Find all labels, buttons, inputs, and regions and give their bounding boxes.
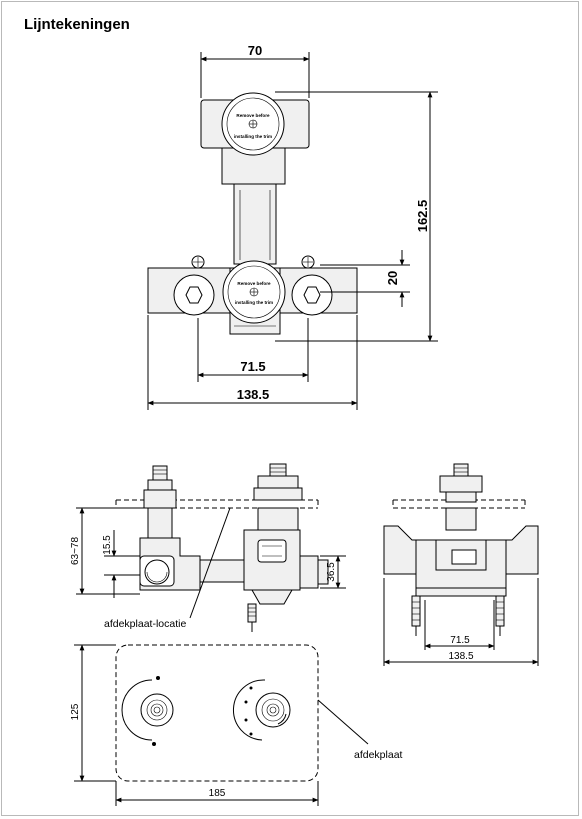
dim-70: 70 — [248, 43, 262, 58]
dim-front-71-5: 71.5 — [450, 635, 470, 646]
outlet-side — [299, 555, 319, 589]
cover-plate-outline — [115, 644, 319, 782]
upper-cartridge-text-1: Remove before — [236, 113, 270, 118]
front-spindle — [453, 463, 469, 477]
callout-cover-location: afdekplaat-locatie — [104, 618, 186, 630]
left-control-knob — [140, 693, 174, 727]
left-anchor-front — [411, 595, 421, 627]
side-view: 63~78 15.5 36.5 afdekplaat-locatie — [70, 463, 346, 632]
upper-cartridge-text-2: installing the trim — [234, 134, 272, 139]
left-control-arc — [121, 679, 153, 741]
lower-cartridge-text-2: installing the trim — [235, 300, 273, 305]
dim-20: 20 — [385, 271, 400, 285]
dim-front-138-5: 138.5 — [448, 651, 473, 662]
top-view: Remove before installing the trim Remove… — [147, 43, 438, 410]
dim-15-5: 15.5 — [102, 535, 113, 555]
riser-pipe — [233, 183, 277, 265]
page-title: Lijntekeningen — [24, 16, 130, 33]
dim-36-5: 36.5 — [326, 562, 337, 582]
center-spindle — [269, 463, 287, 477]
lower-cartridge-text-1: Remove before — [237, 281, 271, 286]
callout-line-cover-location — [189, 507, 231, 619]
right-anchor-front — [495, 595, 505, 627]
callout-line-cover-plate — [317, 699, 369, 745]
front-view: 71.5 138.5 — [383, 463, 539, 666]
left-valve-nut — [185, 286, 203, 304]
dim-185: 185 — [209, 788, 226, 799]
left-anchor-side — [247, 603, 257, 623]
left-spindle — [152, 465, 168, 481]
dim-138-5: 138.5 — [237, 387, 270, 402]
cover-plate-view: 125 185 afdekplaat — [70, 644, 403, 806]
dim-63-78: 63~78 — [70, 537, 81, 566]
dim-125: 125 — [70, 703, 81, 720]
callout-cover-plate: afdekplaat — [354, 749, 403, 761]
right-control-knob — [255, 692, 291, 728]
dim-71-5: 71.5 — [240, 359, 265, 374]
dim-162-5: 162.5 — [415, 200, 430, 233]
right-valve-nut — [303, 286, 321, 304]
right-control-arc — [232, 679, 266, 741]
